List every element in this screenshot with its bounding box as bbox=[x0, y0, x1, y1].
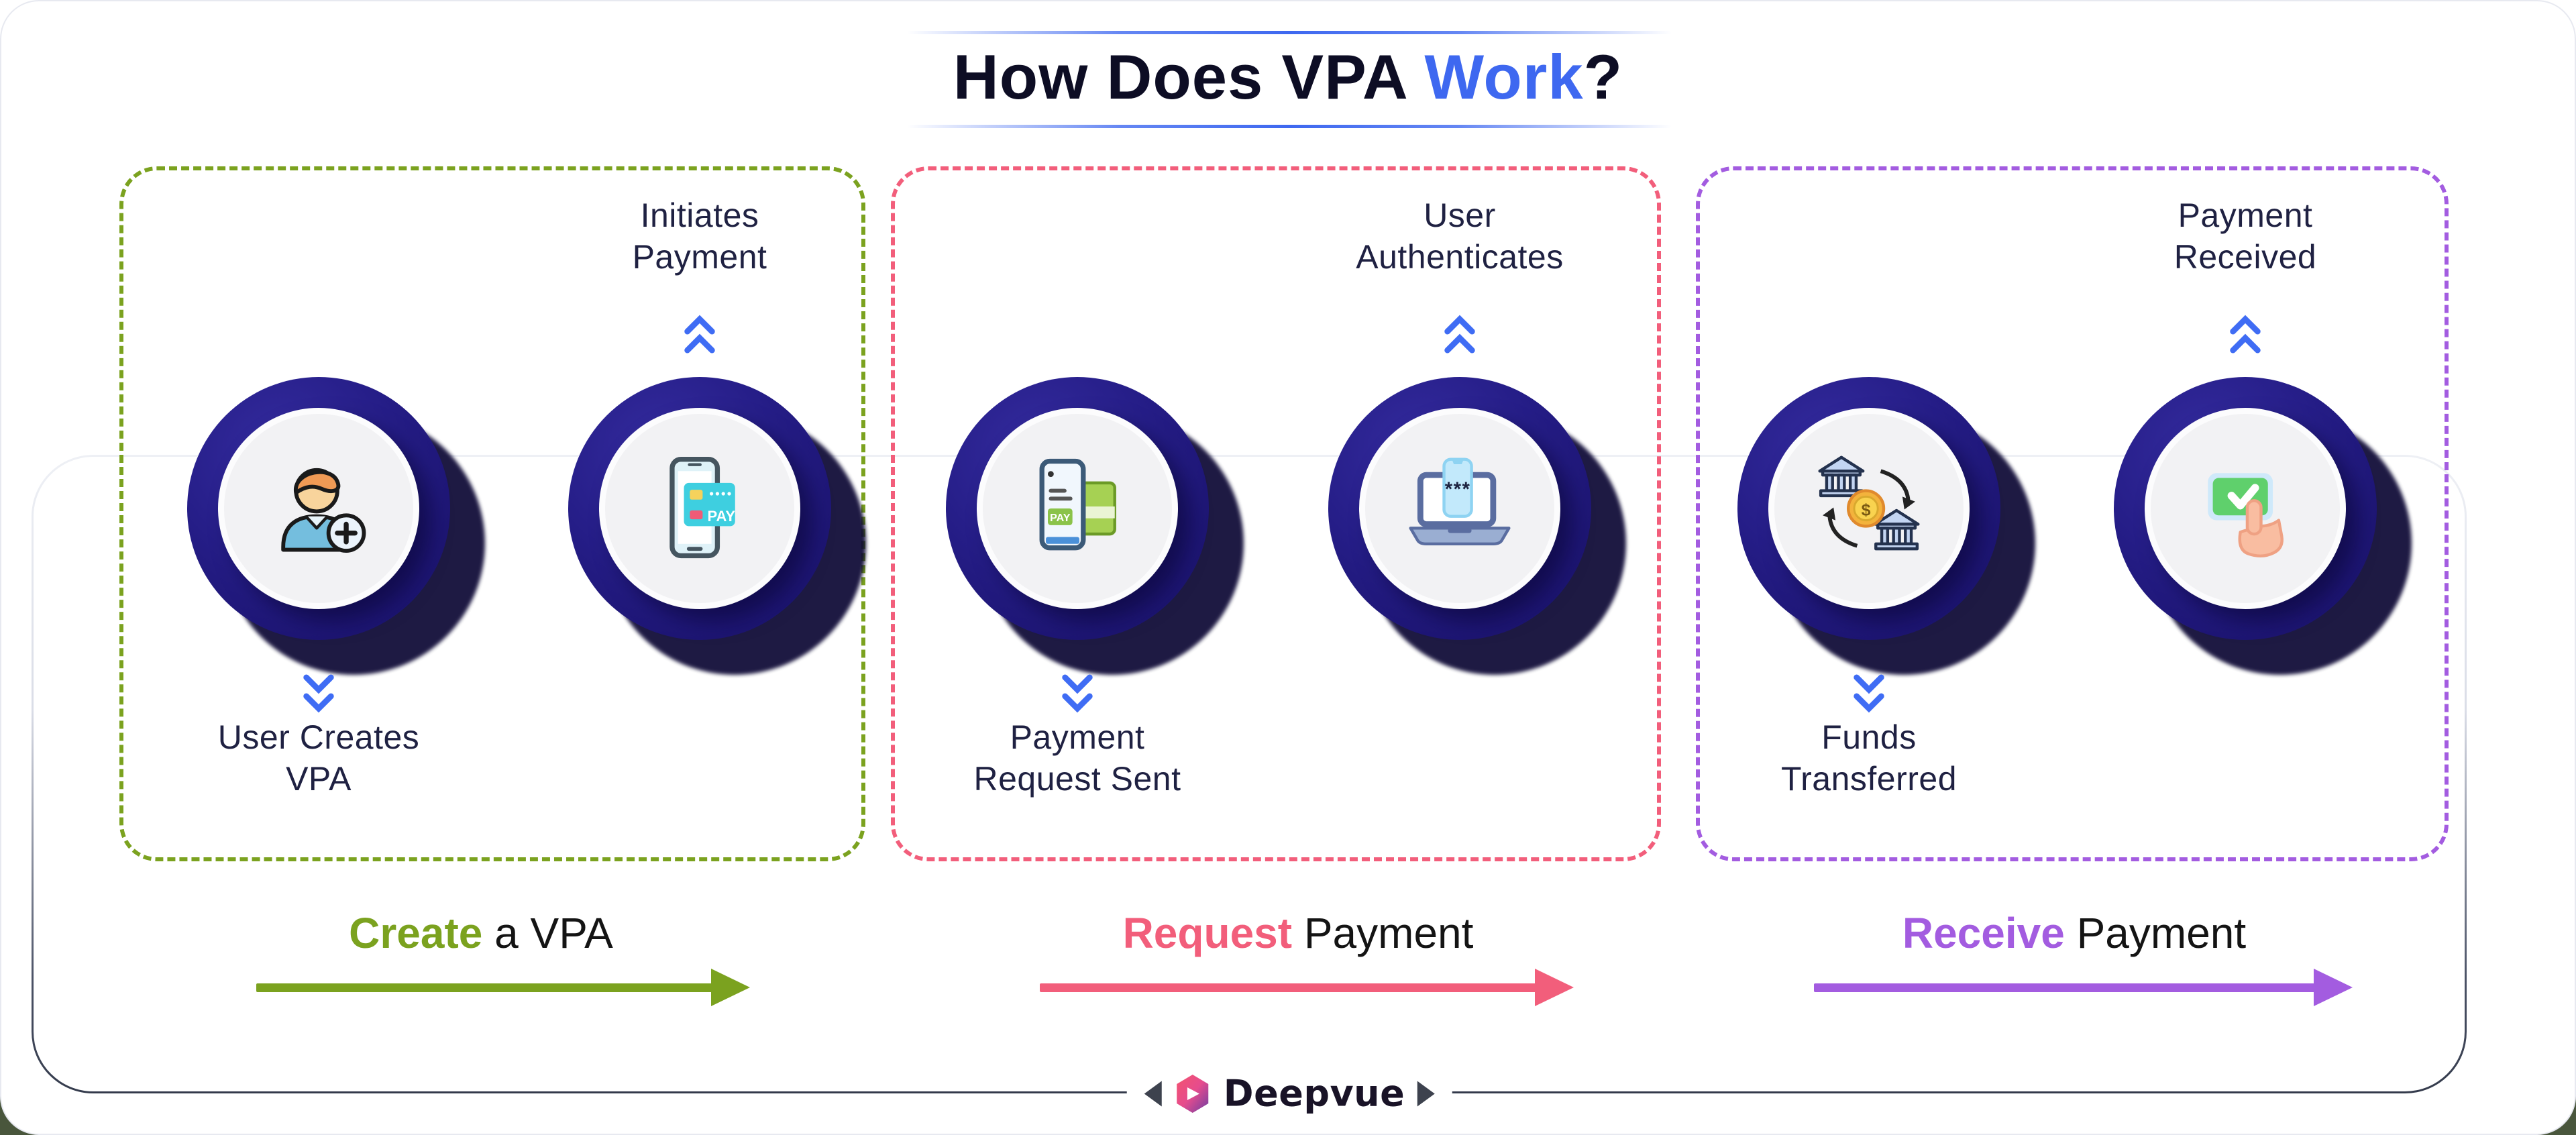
pay-label: PAY bbox=[1050, 512, 1071, 524]
step-circle: *** bbox=[1328, 377, 1626, 675]
circle-face: PAY bbox=[977, 408, 1178, 609]
step-label: Initiates Payment bbox=[465, 195, 934, 278]
step-label-line: User bbox=[1424, 197, 1496, 234]
circle-face: PAY bbox=[599, 408, 800, 609]
step-label-line: Payment bbox=[2178, 197, 2313, 234]
title-divider-top bbox=[907, 31, 1672, 34]
bank-transfer-icon: $ bbox=[1818, 455, 1920, 551]
request-arrow bbox=[1040, 969, 1574, 1006]
double-chevron-down-icon bbox=[1854, 674, 1884, 713]
double-chevron-up-icon bbox=[1444, 315, 1475, 354]
pay-label: PAY bbox=[707, 508, 735, 525]
step-label-line: Received bbox=[2174, 238, 2317, 276]
create-arrow bbox=[256, 969, 750, 1006]
step-label-line: Funds bbox=[1821, 718, 1917, 756]
step-circle bbox=[187, 377, 485, 675]
step-label: Payment Received bbox=[2010, 195, 2480, 278]
add-user-icon bbox=[281, 468, 366, 553]
caption-receive-payment: Receive Payment bbox=[1672, 907, 2477, 959]
receive-arrow bbox=[1814, 969, 2353, 1006]
laptop-authentication-icon: *** bbox=[1409, 457, 1511, 545]
step-label-line: Authenticates bbox=[1356, 238, 1564, 276]
right-arrowhead-icon bbox=[1417, 1081, 1435, 1106]
caption-highlight: Create bbox=[349, 909, 483, 957]
step-label: Funds Transferred bbox=[1634, 716, 2104, 800]
left-arrowhead-icon bbox=[1144, 1081, 1162, 1106]
step-label-line: Payment bbox=[632, 238, 767, 276]
circle-face bbox=[218, 408, 419, 609]
brand-footer: Deepvue bbox=[1126, 1072, 1452, 1115]
mobile-pay-icon: PAY bbox=[669, 457, 735, 559]
caption-rest: a VPA bbox=[482, 909, 613, 957]
circle-face: $ bbox=[1768, 408, 1970, 609]
step-label: User Creates VPA bbox=[84, 716, 553, 800]
step-label: User Authenticates bbox=[1225, 195, 1695, 278]
request-payment-dashed-box bbox=[891, 166, 1661, 861]
step-label-line: VPA bbox=[286, 760, 352, 798]
double-chevron-up-icon bbox=[2230, 315, 2261, 354]
double-chevron-down-icon bbox=[303, 674, 334, 713]
otp-stars: *** bbox=[1445, 478, 1471, 500]
payment-request-icon: PAY bbox=[1039, 458, 1116, 551]
step-circle: PAY bbox=[946, 377, 1244, 675]
caption-request-payment: Request Payment bbox=[896, 907, 1701, 959]
step-label-line: Initiates bbox=[640, 197, 759, 234]
create-vpa-dashed-box bbox=[119, 166, 865, 861]
step-label-line: Payment bbox=[1010, 718, 1145, 756]
step-circle bbox=[2114, 377, 2412, 675]
receive-payment-dashed-box bbox=[1696, 166, 2449, 861]
dollar-symbol: $ bbox=[1862, 500, 1871, 519]
title-text: How Does VPA bbox=[953, 42, 1425, 112]
step-circle: PAY bbox=[568, 377, 866, 675]
circle-face bbox=[2145, 408, 2346, 609]
step-label-line: Request Sent bbox=[973, 760, 1181, 798]
step-circle: $ bbox=[1737, 377, 2035, 675]
caption-rest: Payment bbox=[1292, 909, 1474, 957]
caption-create-a-vpa: Create a VPA bbox=[78, 907, 883, 959]
circle-face: *** bbox=[1359, 408, 1560, 609]
title-highlight: Work bbox=[1424, 42, 1584, 112]
payment-received-icon bbox=[2208, 473, 2284, 557]
step-label: Payment Request Sent bbox=[843, 716, 1312, 800]
title-question-mark: ? bbox=[1583, 42, 1623, 112]
caption-highlight: Request bbox=[1122, 909, 1293, 957]
brand-name: Deepvue bbox=[1223, 1072, 1405, 1115]
caption-rest: Payment bbox=[2064, 909, 2247, 957]
page-title: How Does VPA Work? bbox=[1, 40, 2575, 114]
caption-highlight: Receive bbox=[1902, 909, 2065, 957]
double-chevron-down-icon bbox=[1062, 674, 1093, 713]
step-label-line: User Creates bbox=[217, 718, 420, 756]
deepvue-hexagon-logo bbox=[1177, 1074, 1209, 1113]
step-label-line: Transferred bbox=[1780, 760, 1957, 798]
title-divider-bottom bbox=[907, 125, 1672, 128]
double-chevron-up-icon bbox=[684, 315, 715, 354]
